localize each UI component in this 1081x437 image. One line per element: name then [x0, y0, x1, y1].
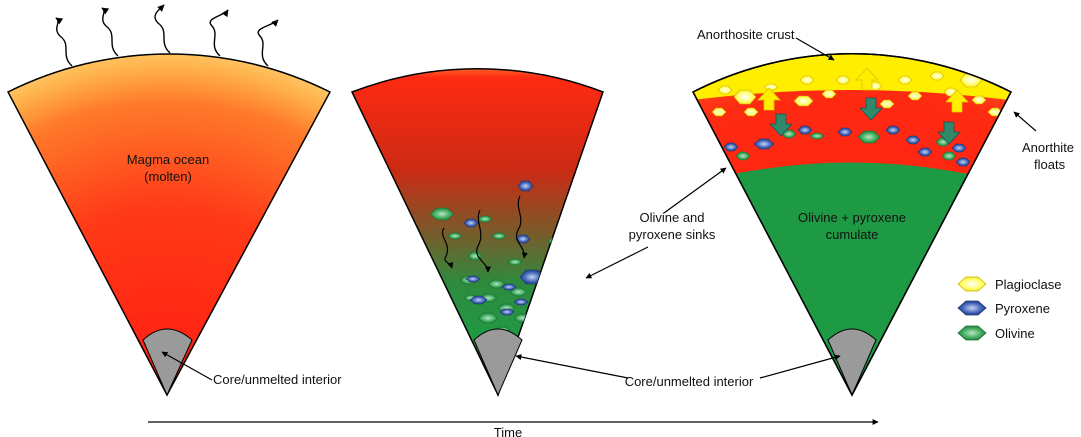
panel-magma-ocean: Magma ocean (molten) Core/unmelted inter… [6, 4, 342, 397]
time-axis: Time [148, 419, 879, 437]
sinks-label-line1: Olivine and [639, 210, 704, 225]
cumulate-label-line1: Olivine + pyroxene [798, 210, 906, 225]
panel-crystallization [350, 68, 604, 397]
molten-label: (molten) [144, 169, 192, 184]
anorthite-label: Anorthite [1022, 140, 1074, 155]
legend-item-plagioclase: Plagioclase [957, 276, 1062, 292]
magma-ocean-label: Magma ocean [127, 152, 209, 167]
sinks-arrow-right [663, 167, 727, 214]
core-wedge [142, 328, 193, 397]
legend-item-pyroxene: Pyroxene [957, 300, 1050, 316]
time-label: Time [494, 425, 522, 437]
magma-wedge-2 [350, 68, 604, 397]
core-pointer-arrow [161, 351, 213, 381]
heat-loss-arrows [55, 4, 279, 67]
pyroxene-icon [957, 300, 987, 316]
anorthosite-crust-label: Anorthosite crust [697, 27, 795, 42]
cumulate-label-line2: cumulate [826, 227, 879, 242]
core-label-panel1: Core/unmelted interior [213, 372, 342, 387]
magma-wedge [6, 53, 332, 397]
legend-label: Olivine [995, 326, 1035, 341]
floats-pointer-arrow [1013, 111, 1037, 132]
crust-pointer-arrow [795, 37, 835, 61]
legend: Plagioclase Pyroxene Olivine [957, 276, 1062, 341]
core-arrow-left [515, 354, 629, 379]
legend-label: Plagioclase [995, 277, 1062, 292]
legend-item-olivine: Olivine [957, 325, 1035, 341]
olivine-icon [957, 325, 987, 341]
core-wedge-2 [473, 328, 523, 397]
sinks-label-line2: pyroxene sinks [629, 227, 716, 242]
core-wedge-3 [827, 328, 877, 397]
core-arrow-right [759, 354, 841, 379]
plagioclase-icon [957, 276, 987, 292]
shared-annotations: Olivine and pyroxene sinks Core/unmelted… [515, 167, 841, 389]
sinks-arrow-left [585, 246, 649, 279]
core-label-shared: Core/unmelted interior [625, 374, 754, 389]
legend-label: Pyroxene [995, 301, 1050, 316]
floats-label: floats [1034, 157, 1066, 172]
